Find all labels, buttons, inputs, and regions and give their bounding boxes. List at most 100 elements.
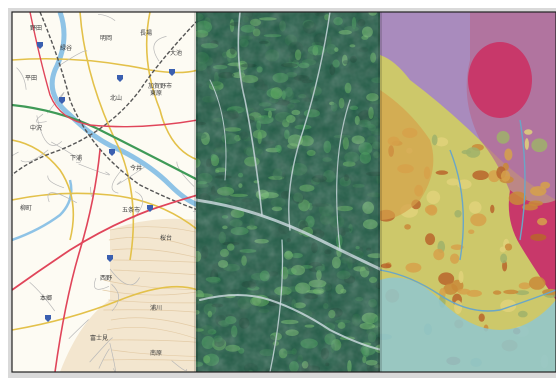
geology-patch [435,170,449,175]
geology-patch [425,233,436,246]
contour-line [113,269,198,276]
granite-body [468,42,532,118]
local-road [89,337,113,363]
railway-2 [12,19,198,176]
geology-patch [438,272,455,286]
route-shield [117,75,123,82]
geology-patch [450,244,464,250]
geology-patch [454,300,463,315]
national-road-3 [29,12,198,128]
river-branch [12,179,73,242]
contour-line [113,259,198,263]
local-roads [12,13,198,372]
local-road [47,192,77,204]
seam-left [194,12,198,372]
contour-line [103,309,198,313]
geology-patch [508,191,527,205]
contour-line [111,248,198,259]
geology-river [449,149,465,261]
town-label: 長場 [140,29,152,37]
geology-river [519,119,526,241]
geology-patch [496,130,510,144]
town-label: 東原 [150,89,162,97]
geology-patch [454,210,462,218]
geology-patch [500,253,508,264]
aerial-grain [196,12,382,372]
geology-patch [449,253,460,264]
prefectural-road [12,192,198,231]
geology-patch [503,289,519,295]
contour-line [102,289,198,296]
national-road-2 [54,149,101,372]
local-road [116,166,146,185]
town-label: 中沢 [30,124,42,132]
geology-patch [380,263,392,269]
national-road [12,194,198,291]
alluvium-unit [380,277,556,372]
geology-patch [446,178,460,186]
geology-patch [468,229,475,235]
terrain-shading [60,218,198,372]
contour-line [103,279,198,291]
geology-patch [434,137,449,147]
town-label: 桜台 [160,234,172,242]
geology-patch [478,313,485,322]
prefectural-road [145,12,198,161]
town-label: 浦川 [150,304,162,312]
geology-patch [504,243,513,251]
city-label: 五条市 [122,206,140,214]
local-road [153,36,167,62]
city-label: 加賀野市 [148,82,172,90]
geology-patch [499,246,506,253]
route-shields [37,42,175,322]
local-road [50,141,81,163]
town-label: 柳町 [20,204,32,212]
local-road [109,268,140,286]
geology-patch [404,224,411,230]
granite-dyke [508,190,556,300]
frame-border [11,11,556,373]
contour-line [108,236,198,250]
local-road [47,92,65,114]
geology-patch [457,288,471,295]
geology-patch [518,282,531,290]
route-shield [169,69,175,76]
local-road [16,67,27,90]
local-road [111,283,120,312]
railway [39,12,198,211]
river [49,12,198,208]
prefectural-road [12,57,198,74]
local-road [93,277,110,290]
town-label: 南原 [150,349,162,357]
town-label: 北山 [110,94,122,102]
town-label: 本郷 [40,294,52,302]
geological-map-panel [380,12,556,372]
route-shield [109,149,115,156]
local-road [35,113,47,123]
prefectural-road [12,139,75,241]
geology-patch [405,262,422,273]
route-shield [59,97,65,104]
local-road [29,281,56,312]
contour-line [104,339,198,343]
geology-patch [531,138,548,153]
aerial-photo-panel [196,12,382,372]
town-label: 今井 [130,164,142,172]
local-road [57,50,88,67]
town-label: 明岡 [100,35,112,42]
geology-patch [465,147,481,158]
place-labels: 野田緑谷明岡長場大池平田北山東原中沢下浦今井柳町桜台西野本郷浦川富士見南原加賀野… [20,24,182,357]
geology-rivers [380,119,556,312]
contour-line [110,317,198,329]
geology-patch [461,149,472,155]
geology-patch [524,129,533,135]
geology-patch [431,134,438,146]
local-road [98,13,116,21]
geology-patch [492,290,502,295]
local-road [36,115,63,146]
geology-patch [458,270,464,284]
local-road [171,360,188,372]
geology-patch [521,203,538,211]
route-shield [107,255,113,262]
